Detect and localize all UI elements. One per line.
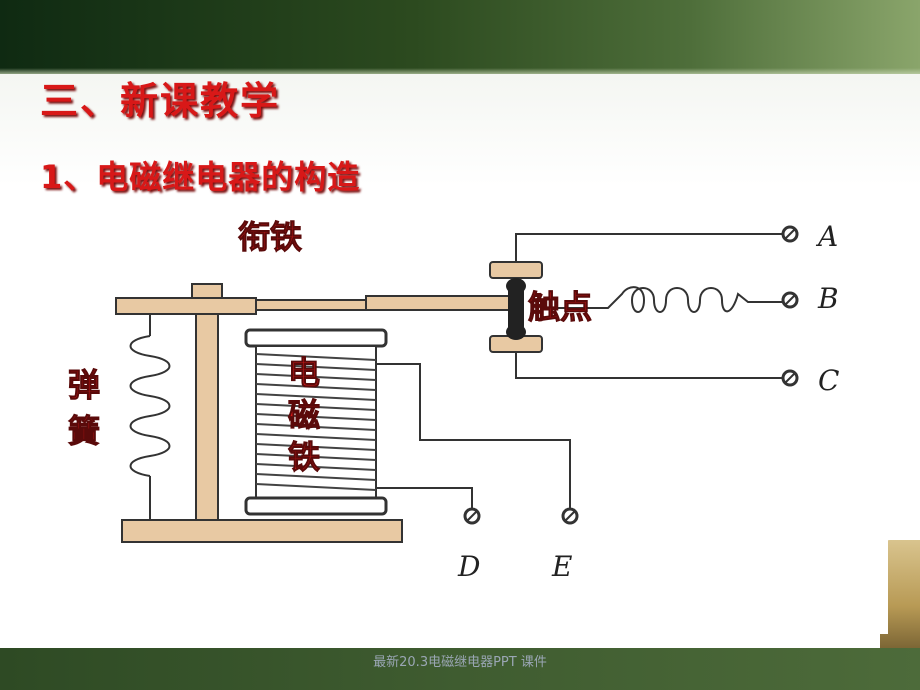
electromagnet-core — [255, 345, 377, 499]
terminal-a-label: A — [815, 220, 838, 253]
electromagnet-top-cap — [244, 328, 388, 348]
armature-bar-left — [115, 297, 257, 315]
electromagnet-bottom-cap — [244, 496, 388, 516]
sub-heading: 1、电磁继电器的构造 — [40, 158, 361, 196]
label-electromagnet-1: 电 — [288, 354, 320, 392]
terminal-d-label: D — [457, 550, 480, 583]
spring-coil — [129, 335, 171, 477]
wire-to-a — [515, 233, 782, 262]
armature-bar-tip — [365, 295, 517, 311]
support-post — [195, 297, 219, 521]
relay-diagram-svg: A B C D E 衔铁 触点 弹 簧 电 磁 铁 — [68, 218, 840, 584]
label-armature: 衔铁 — [238, 218, 302, 256]
electromagnet-windings — [255, 353, 377, 491]
label-spring-1: 弹 — [68, 366, 100, 404]
section-heading: 三、新课教学 — [40, 79, 281, 123]
wire-to-d — [376, 487, 473, 512]
armature-bar-right — [255, 299, 367, 311]
label-contact: 触点 — [528, 288, 592, 326]
terminal-c-label: C — [818, 364, 839, 397]
top-decor-band — [0, 0, 920, 74]
wire-to-c — [515, 352, 782, 379]
terminal-b-label: B — [817, 282, 839, 315]
moving-contact-body — [508, 286, 524, 332]
relay-diagram: A B C D E 衔铁 触点 弹 簧 电 磁 铁 — [32, 212, 888, 634]
label-electromagnet-2: 磁 — [288, 396, 320, 434]
bottom-decor-band — [0, 648, 920, 690]
upper-contact — [489, 261, 543, 279]
terminal-e-label: E — [551, 550, 572, 583]
footer-caption: 最新20.3电磁继电器PPT 课件 — [373, 655, 547, 670]
base-plate — [121, 519, 403, 543]
wire-to-e — [376, 363, 571, 512]
label-spring-2: 簧 — [68, 412, 100, 450]
label-electromagnet-3: 铁 — [288, 438, 320, 476]
wire-to-b — [542, 286, 782, 313]
